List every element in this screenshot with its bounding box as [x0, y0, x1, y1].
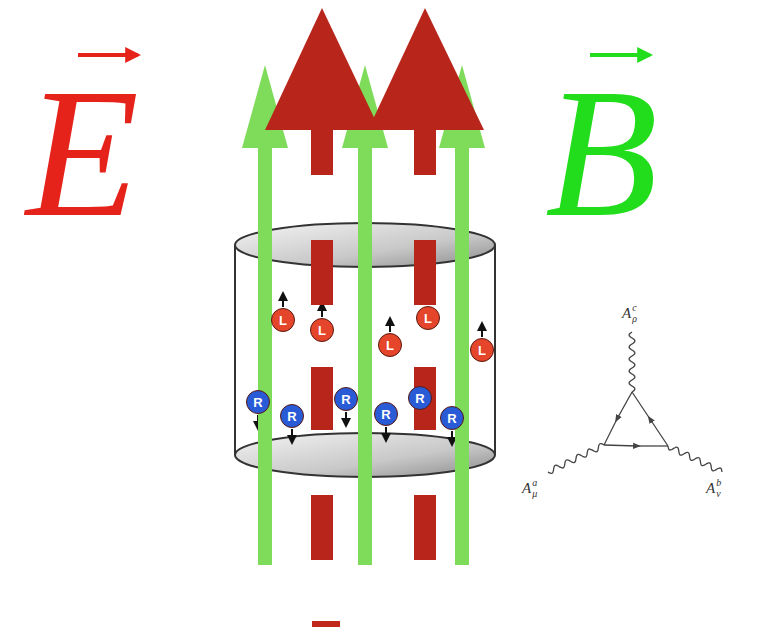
- left-handed-particle: L: [470, 338, 494, 362]
- lorentz-index: ν: [716, 489, 721, 500]
- index-stack: cρ: [632, 303, 637, 324]
- index-stack: bν: [716, 478, 721, 499]
- right-handed-particle: R: [334, 387, 358, 411]
- right-handed-particle: R: [374, 402, 398, 426]
- spin-arrow: [451, 431, 453, 445]
- vector-arrow: [590, 53, 650, 57]
- gauge-line: [668, 446, 722, 472]
- particle-label: L: [279, 314, 287, 327]
- triangle-diagram: [548, 332, 722, 473]
- current-arrows: [265, 8, 484, 560]
- particle-label: L: [424, 312, 432, 325]
- gauge-field-label: Aaμ: [522, 478, 537, 499]
- spin-arrow: [481, 323, 483, 337]
- left-handed-particle: L: [271, 308, 295, 332]
- lorentz-index: ρ: [632, 314, 637, 325]
- spin-arrow: [385, 427, 387, 441]
- left-handed-particle: L: [416, 306, 440, 330]
- color-index: c: [632, 303, 637, 314]
- spin-arrow: [282, 293, 284, 307]
- right-handed-particle: R: [280, 404, 304, 428]
- index-stack: aμ: [532, 478, 537, 499]
- spin-arrow: [389, 318, 391, 332]
- spin-arrow: [345, 412, 347, 426]
- color-index: b: [716, 478, 721, 489]
- particle-label: L: [318, 324, 326, 337]
- color-index: a: [532, 478, 537, 489]
- particle-label: R: [447, 412, 456, 425]
- gauge-field-label: Abν: [706, 478, 721, 499]
- particle-label: L: [386, 339, 394, 352]
- field-name: A: [706, 481, 715, 496]
- gauge-line: [548, 444, 604, 474]
- spin-arrow: [291, 429, 293, 443]
- particle-label: R: [287, 410, 296, 423]
- field-name: A: [522, 481, 531, 496]
- spin-arrow: [321, 303, 323, 317]
- lorentz-index: μ: [532, 489, 537, 500]
- right-handed-particle: R: [408, 386, 432, 410]
- particle-label: L: [478, 344, 486, 357]
- particle-label: R: [381, 408, 390, 421]
- particle-label: R: [253, 396, 262, 409]
- magnetic-field-symbol: B: [545, 60, 658, 245]
- gauge-field-label: Acρ: [622, 303, 637, 324]
- right-handed-particle: R: [246, 390, 270, 414]
- particle-label: R: [341, 393, 350, 406]
- left-handed-particle: L: [378, 333, 402, 357]
- minus-bar: [312, 621, 340, 627]
- electric-field-symbol: E: [26, 60, 139, 245]
- left-handed-particle: L: [310, 318, 334, 342]
- particle-label: R: [415, 392, 424, 405]
- field-name: A: [622, 306, 631, 321]
- right-handed-particle: R: [440, 406, 464, 430]
- gauge-line: [629, 332, 635, 392]
- magnetic-field-arrows: [242, 65, 485, 565]
- vector-arrow: [78, 53, 138, 57]
